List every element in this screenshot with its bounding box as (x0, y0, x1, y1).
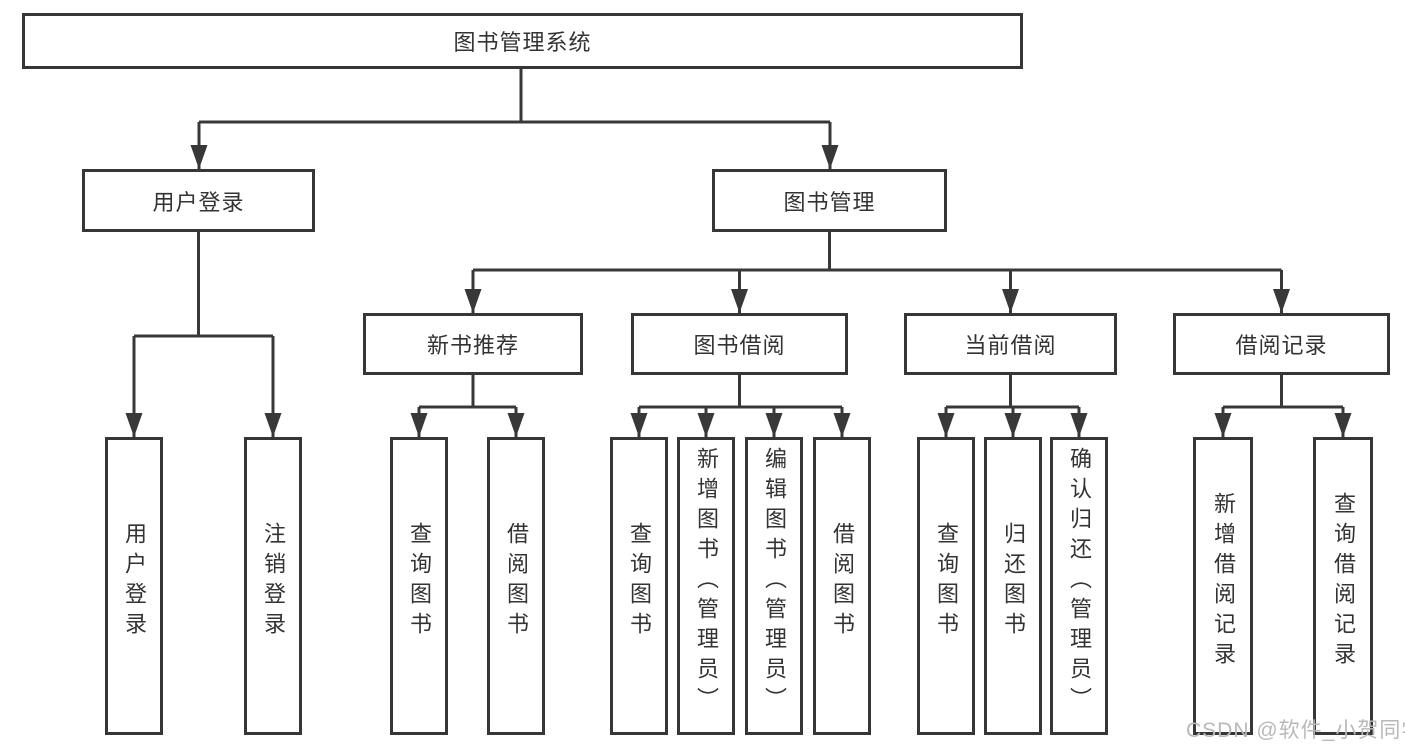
connector-current-borrow-group (946, 375, 1079, 409)
connector-borrow-records-group (1223, 375, 1343, 409)
node-new-book-recommend-label: 新书推荐 (426, 333, 519, 358)
leaf-query-borrow-record: 查询借阅记录 (1313, 437, 1373, 735)
node-book-management: 图书管理 (712, 169, 947, 232)
leaf-add-books-admin-label: 新增图书（管理员） (694, 447, 719, 717)
node-current-borrow: 当前借阅 (904, 313, 1117, 375)
leaf-borrow-books-2-label: 借阅图书 (830, 522, 855, 642)
node-root-system: 图书管理系统 (22, 13, 1023, 69)
node-user-login: 用户登录 (82, 169, 315, 232)
leaf-edit-books-admin: 编辑图书（管理员） (745, 437, 803, 735)
leaf-query-borrow-record-label: 查询借阅记录 (1331, 492, 1356, 672)
node-book-management-label: 图书管理 (783, 189, 876, 215)
leaf-add-borrow-record-label: 新增借阅记录 (1211, 492, 1236, 672)
leaf-query-books-2: 查询图书 (610, 437, 668, 735)
leaf-confirm-return-admin-label: 确认归还（管理员） (1067, 447, 1092, 717)
leaf-edit-books-admin-label: 编辑图书（管理员） (762, 447, 787, 717)
node-borrow-records-label: 借阅记录 (1235, 333, 1328, 358)
leaf-user-login-label: 用户登录 (122, 522, 147, 642)
node-user-login-label: 用户登录 (152, 189, 245, 215)
leaf-user-login: 用户登录 (105, 437, 163, 735)
leaf-query-books-1: 查询图书 (390, 437, 448, 735)
leaf-confirm-return-admin: 确认归还（管理员） (1050, 437, 1108, 735)
node-root-label: 图书管理系统 (453, 30, 592, 55)
node-book-borrow-label: 图书借阅 (693, 333, 786, 358)
leaf-borrow-books-1: 借阅图书 (487, 437, 545, 735)
node-new-book-recommend: 新书推荐 (363, 313, 583, 375)
leaf-add-books-admin: 新增图书（管理员） (677, 437, 735, 735)
leaf-logout-label: 注销登录 (261, 522, 286, 642)
leaf-logout: 注销登录 (244, 437, 302, 735)
leaf-return-books-label: 归还图书 (1001, 522, 1026, 642)
connector-bookmgmt-to-level3 (473, 232, 1282, 272)
leaf-query-books-3: 查询图书 (917, 437, 975, 735)
node-borrow-records: 借阅记录 (1173, 313, 1390, 375)
leaf-borrow-books-2: 借阅图书 (813, 437, 871, 735)
connector-new-books-group (419, 375, 516, 409)
node-current-borrow-label: 当前借阅 (964, 333, 1057, 358)
connector-root-to-level2 (199, 69, 830, 124)
leaf-borrow-books-1-label: 借阅图书 (504, 522, 529, 642)
csdn-watermark: CSDN @软件_小贺同学 (1186, 719, 1405, 742)
leaf-return-books: 归还图书 (984, 437, 1042, 735)
leaf-query-books-2-label: 查询图书 (627, 522, 652, 642)
leaf-add-borrow-record: 新增借阅记录 (1193, 437, 1253, 735)
leaf-query-books-3-label: 查询图书 (934, 522, 959, 642)
node-book-borrow: 图书借阅 (631, 313, 848, 375)
leaf-query-books-1-label: 查询图书 (407, 522, 432, 642)
connector-user-login-group (134, 232, 273, 338)
connector-book-borrow-group (639, 375, 842, 409)
